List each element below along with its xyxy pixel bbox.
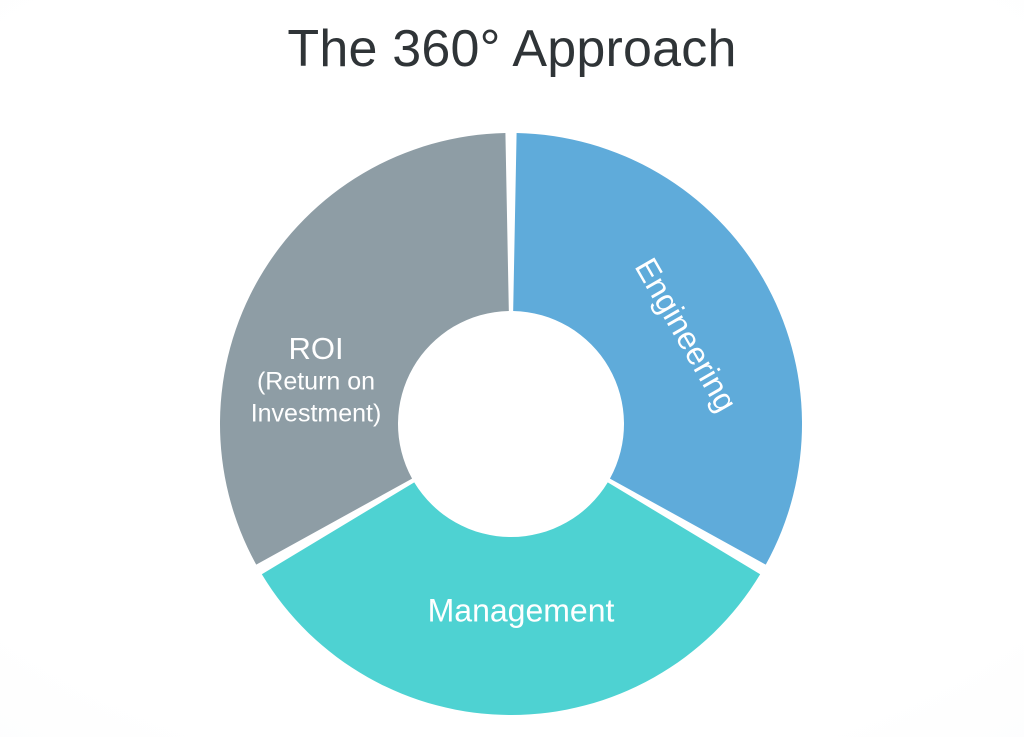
donut-slice-roi[interactable] [219, 133, 509, 565]
donut-slice-engineering[interactable] [513, 133, 803, 565]
donut-slice-management[interactable] [261, 482, 761, 715]
slice-label-roi: ROI (Return on Investment) [251, 331, 382, 427]
slice-label-roi-line3: Investment) [251, 400, 382, 428]
page-title: The 360° Approach [287, 20, 737, 78]
slice-label-roi-line2: (Return on [257, 368, 375, 396]
slice-label-management: Management [428, 592, 615, 628]
slice-label-roi-line1: ROI [288, 331, 343, 366]
donut-slices [219, 133, 803, 715]
